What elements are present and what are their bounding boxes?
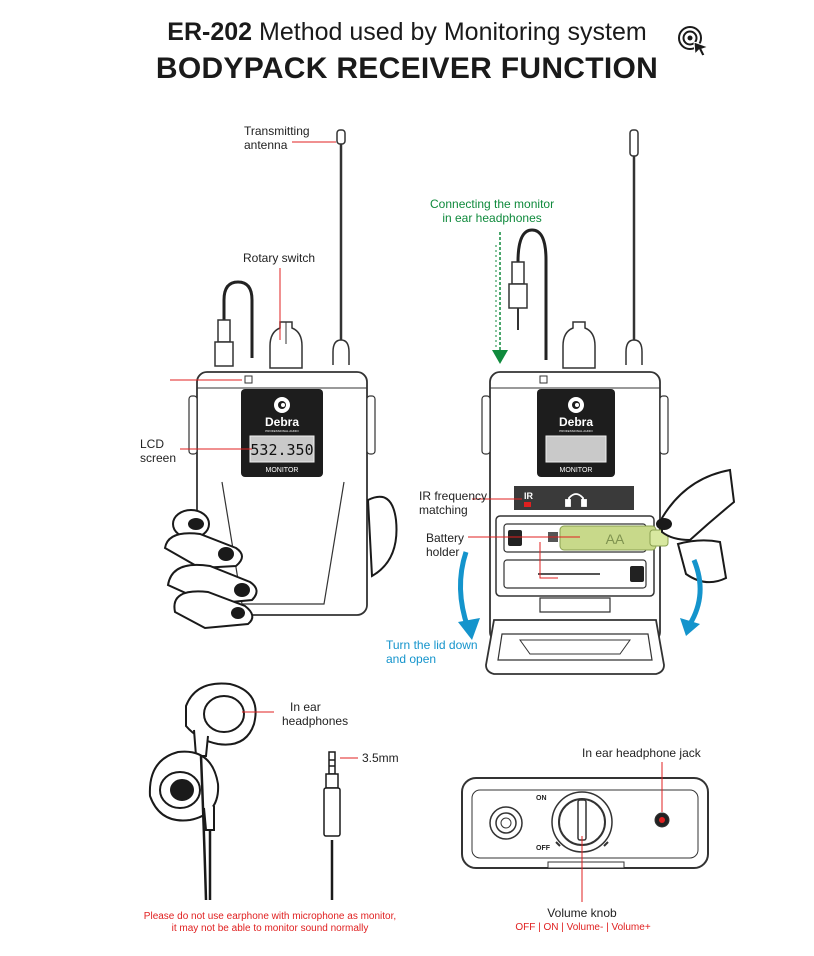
in-ear-headphones bbox=[148, 682, 257, 831]
headphone-icon bbox=[565, 493, 587, 507]
monitor-label-back: MONITOR bbox=[560, 467, 593, 474]
brand-logo-front: Debra bbox=[265, 415, 299, 429]
headphone-cables bbox=[199, 755, 334, 901]
bodypack-open: Debra PROFESSIONAL AUDIO MONITOR IR A bbox=[457, 129, 736, 675]
hand-left-nails bbox=[188, 518, 250, 619]
lcd-reading: 532.350 bbox=[250, 441, 313, 459]
header-subtitle: Method used by Monitoring system bbox=[259, 18, 647, 46]
hand-right-nail bbox=[656, 518, 672, 530]
page-title: BODYPACK RECEIVER FUNCTION bbox=[155, 52, 659, 85]
brand-logo-back: Debra bbox=[559, 415, 593, 429]
warning-note: Please do not use earphone with micropho… bbox=[143, 911, 397, 934]
label-rotary-switch: Rotary switch bbox=[243, 251, 316, 265]
header-line: ER-202 Method used by Monitoring system bbox=[0, 18, 814, 47]
label-3-5mm: 3.5mm bbox=[362, 751, 399, 765]
ir-label: IR bbox=[524, 491, 534, 501]
model-name: ER-202 bbox=[167, 18, 253, 46]
target-cursor-icon bbox=[678, 26, 710, 57]
label-headphone-jack: In ear headphone jack bbox=[582, 746, 701, 760]
battery-label: AA bbox=[606, 531, 625, 547]
knob-off-label: OFF bbox=[536, 845, 551, 852]
label-volume-knob: Volume knob bbox=[547, 906, 617, 920]
top-panel: ON OFF bbox=[461, 777, 709, 869]
label-knob-modes: OFF | ON | Volume- | Volume+ bbox=[515, 922, 651, 933]
monitor-label-front: MONITOR bbox=[266, 467, 299, 474]
plug-3-5mm bbox=[323, 751, 341, 837]
brand-sub-front: PROFESSIONAL AUDIO bbox=[265, 429, 299, 433]
knob-on-label: ON bbox=[536, 795, 547, 802]
brand-sub-back: PROFESSIONAL AUDIO bbox=[559, 429, 593, 433]
leader-lines bbox=[170, 141, 663, 902]
hand-right bbox=[661, 468, 736, 584]
bodypack-front: Debra PROFESSIONAL AUDIO 532.350 MONITOR bbox=[163, 129, 398, 630]
